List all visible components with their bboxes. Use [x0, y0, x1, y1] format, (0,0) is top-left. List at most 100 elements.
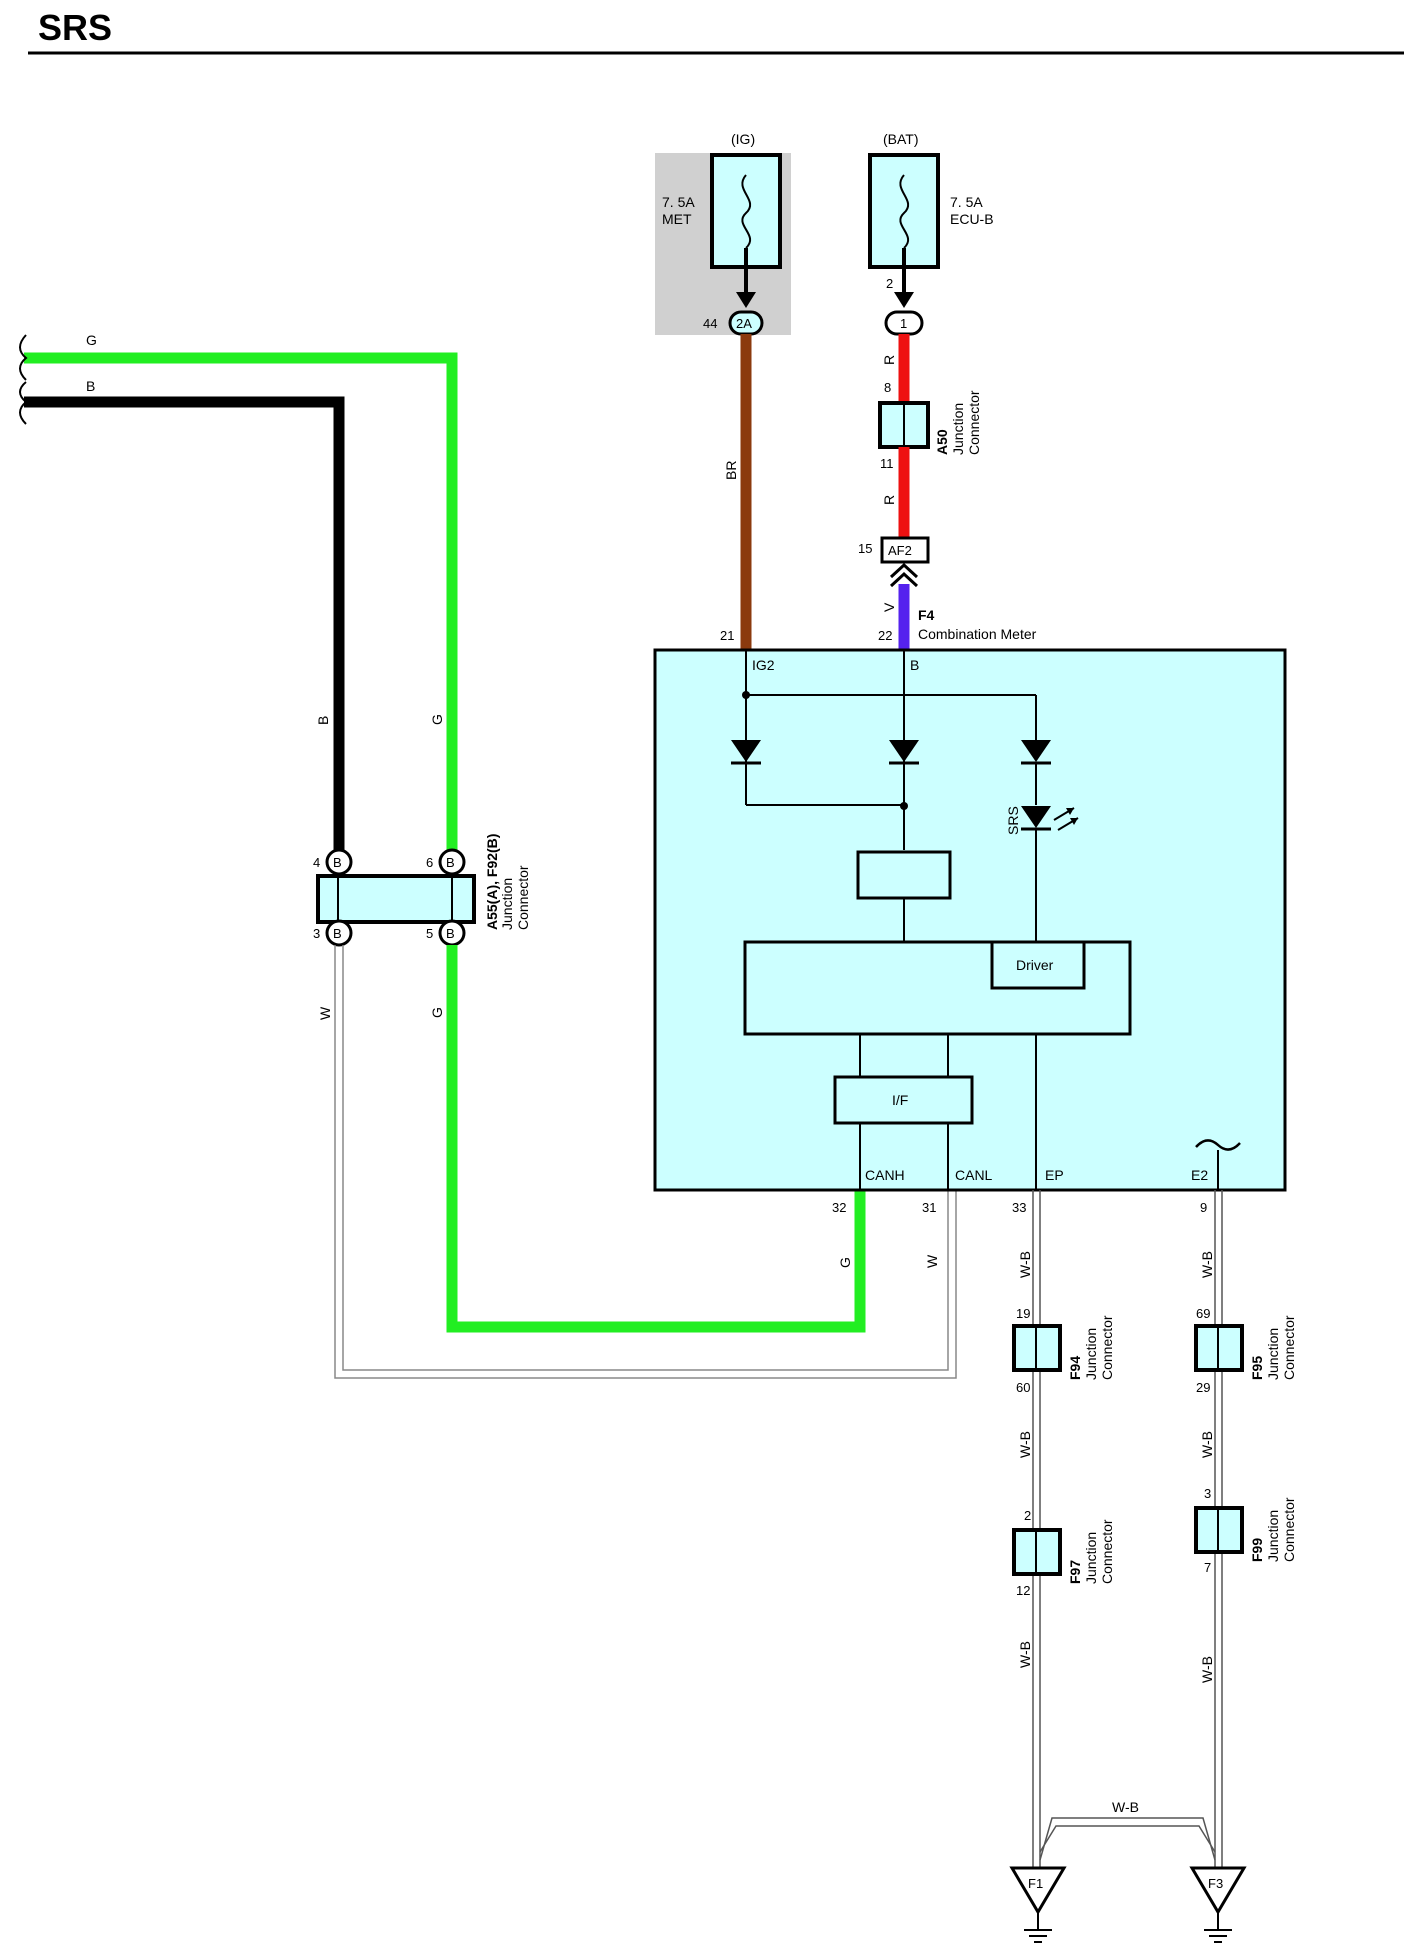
- terminal-e2: E2: [1191, 1167, 1208, 1183]
- a50-connector-id: A50: [934, 429, 950, 455]
- page-title: SRS: [38, 7, 112, 48]
- f97-connector-type-2: Connector: [1099, 1519, 1115, 1584]
- terminal-canh: CANH: [865, 1167, 905, 1183]
- a55-pin-4: 4: [313, 855, 320, 870]
- meter-pin-ep: 33: [1012, 1200, 1026, 1215]
- fuse-ecu-b-pin: 2: [886, 276, 893, 291]
- f95-connector-type-1: Junction: [1265, 1328, 1281, 1380]
- a55-pin-5: 5: [426, 926, 433, 941]
- meter-pin-ig2: 21: [720, 628, 734, 643]
- f95-connector-id: F95: [1249, 1356, 1265, 1380]
- a55-connector-type-1: Junction: [499, 878, 515, 930]
- meter-pin-b: 22: [878, 628, 892, 643]
- connector-2a-pin: 44: [703, 316, 717, 331]
- wire-label-br: BR: [723, 461, 739, 480]
- connector-1-name: 1: [900, 316, 907, 331]
- combination-meter: F4 Combination Meter 21 22 IG2 B: [653, 607, 1287, 1215]
- fuse-ecu-b-name: ECU-B: [950, 211, 994, 227]
- fuse-met-rating: 7. 5A: [662, 194, 695, 210]
- connector-2a-name: 2A: [736, 316, 752, 331]
- a50-connector-type-2: Connector: [966, 390, 982, 455]
- meter-pin-canl: 31: [922, 1200, 936, 1215]
- wire-label-wb: W-B: [1017, 1251, 1033, 1278]
- driver-block: [990, 940, 1086, 990]
- f94-pin-top: 19: [1016, 1306, 1030, 1321]
- connector-af2: AF2 15: [858, 536, 930, 588]
- a55-connector-type-2: Connector: [515, 865, 531, 930]
- junction-connector-a50: 8 11 A50 Junction Connector: [878, 380, 982, 471]
- fuse-ecu-b-rating: 7. 5A: [950, 194, 983, 210]
- wire-break-symbol-g: [19, 334, 28, 381]
- meter-name: Combination Meter: [918, 626, 1037, 642]
- connector-af2-name: AF2: [888, 543, 912, 558]
- meter-id: F4: [918, 607, 935, 623]
- f94-connector-type-1: Junction: [1083, 1328, 1099, 1380]
- a55-pin-tag: B: [333, 926, 342, 941]
- wire-break-symbol-b: [19, 381, 28, 425]
- power-supply-block: [856, 850, 952, 900]
- f94-pin-bottom: 60: [1016, 1380, 1030, 1395]
- interface-block: [833, 1075, 974, 1125]
- srs-lamp-label: SRS: [1005, 806, 1021, 835]
- a50-pin-top: 8: [884, 380, 891, 395]
- junction-connector-f97: 2 12 F97 Junction Connector: [1012, 1508, 1115, 1598]
- connector-af2-pin: 15: [858, 541, 872, 556]
- wire-label-g-lower: G: [429, 1007, 445, 1018]
- wire-label-r-upper: R: [881, 355, 897, 365]
- f99-pin-top: 3: [1204, 1486, 1211, 1501]
- f97-pin-top: 2: [1024, 1508, 1031, 1523]
- terminal-ep: EP: [1045, 1167, 1064, 1183]
- junction-connector-f99: 3 7 F99 Junction Connector: [1194, 1486, 1297, 1575]
- ground-f1-label: F1: [1028, 1876, 1043, 1891]
- ground-f3: F3: [1189, 1866, 1247, 1943]
- a55-pin-6: 6: [426, 855, 433, 870]
- a55-pin-3: 3: [313, 926, 320, 941]
- a55-pin-tag: B: [446, 926, 455, 941]
- wire-label-w-canl: W: [924, 1254, 940, 1268]
- f97-connector-type-1: Junction: [1083, 1532, 1099, 1584]
- fuse-ecu-b: (BAT) 7. 5A ECU-B 2: [868, 131, 994, 308]
- a55-pin-tag: B: [446, 855, 455, 870]
- junction-connector-f94: 19 60 F94 Junction Connector: [1012, 1306, 1115, 1395]
- f99-connector-type-2: Connector: [1281, 1497, 1297, 1562]
- f95-connector-type-2: Connector: [1281, 1315, 1297, 1380]
- driver-label: Driver: [1016, 957, 1054, 973]
- wire-label-g-canh: G: [837, 1257, 853, 1268]
- f99-connector-type-1: Junction: [1265, 1510, 1281, 1562]
- wire-label-g-vertical: G: [429, 714, 445, 725]
- f95-pin-bottom: 29: [1196, 1380, 1210, 1395]
- wire-label-wb: W-B: [1199, 1656, 1215, 1683]
- fuse-met-name: MET: [662, 211, 692, 227]
- meter-pin-canh: 32: [832, 1200, 846, 1215]
- fuse-ecu-b-source: (BAT): [883, 131, 919, 147]
- wire-label-wb-bridge: W-B: [1112, 1799, 1139, 1815]
- wire-w-bottom: [334, 945, 957, 1379]
- f99-connector-id: F99: [1249, 1538, 1265, 1562]
- f95-pin-top: 69: [1196, 1306, 1210, 1321]
- connector-2a: 2A 44: [703, 310, 764, 336]
- wire-label-w-left: W: [317, 1006, 333, 1020]
- a50-connector-type-1: Junction: [950, 403, 966, 455]
- wire-label-r-lower: R: [881, 495, 897, 505]
- wire-label-v: V: [881, 602, 897, 612]
- wire-label-b-left: B: [86, 378, 95, 394]
- junction-connector-a55: B B B B 4 6 3 5 A55(A), F92(B) Junction …: [313, 834, 531, 947]
- wire-label-g-left: G: [86, 332, 97, 348]
- fuse-met-source: (IG): [731, 131, 755, 147]
- fuse-met: (IG) 7. 5A MET: [655, 131, 791, 335]
- terminal-b: B: [910, 657, 919, 673]
- f99-pin-bottom: 7: [1204, 1560, 1211, 1575]
- wire-label-wb: W-B: [1017, 1431, 1033, 1458]
- wire-label-wb: W-B: [1199, 1251, 1215, 1278]
- terminal-canl: CANL: [955, 1167, 993, 1183]
- diode-b: [889, 740, 919, 765]
- a50-pin-bottom: 11: [880, 456, 894, 471]
- srs-warning-lamp-led: SRS: [1005, 806, 1079, 835]
- f94-connector-id: F94: [1067, 1356, 1083, 1380]
- ground-f1: F1: [1009, 1866, 1067, 1943]
- meter-pin-e2: 9: [1200, 1200, 1207, 1215]
- wire-label-wb: W-B: [1199, 1431, 1215, 1458]
- a55-connector-id: A55(A), F92(B): [484, 834, 500, 930]
- wire-g-top: [24, 352, 458, 880]
